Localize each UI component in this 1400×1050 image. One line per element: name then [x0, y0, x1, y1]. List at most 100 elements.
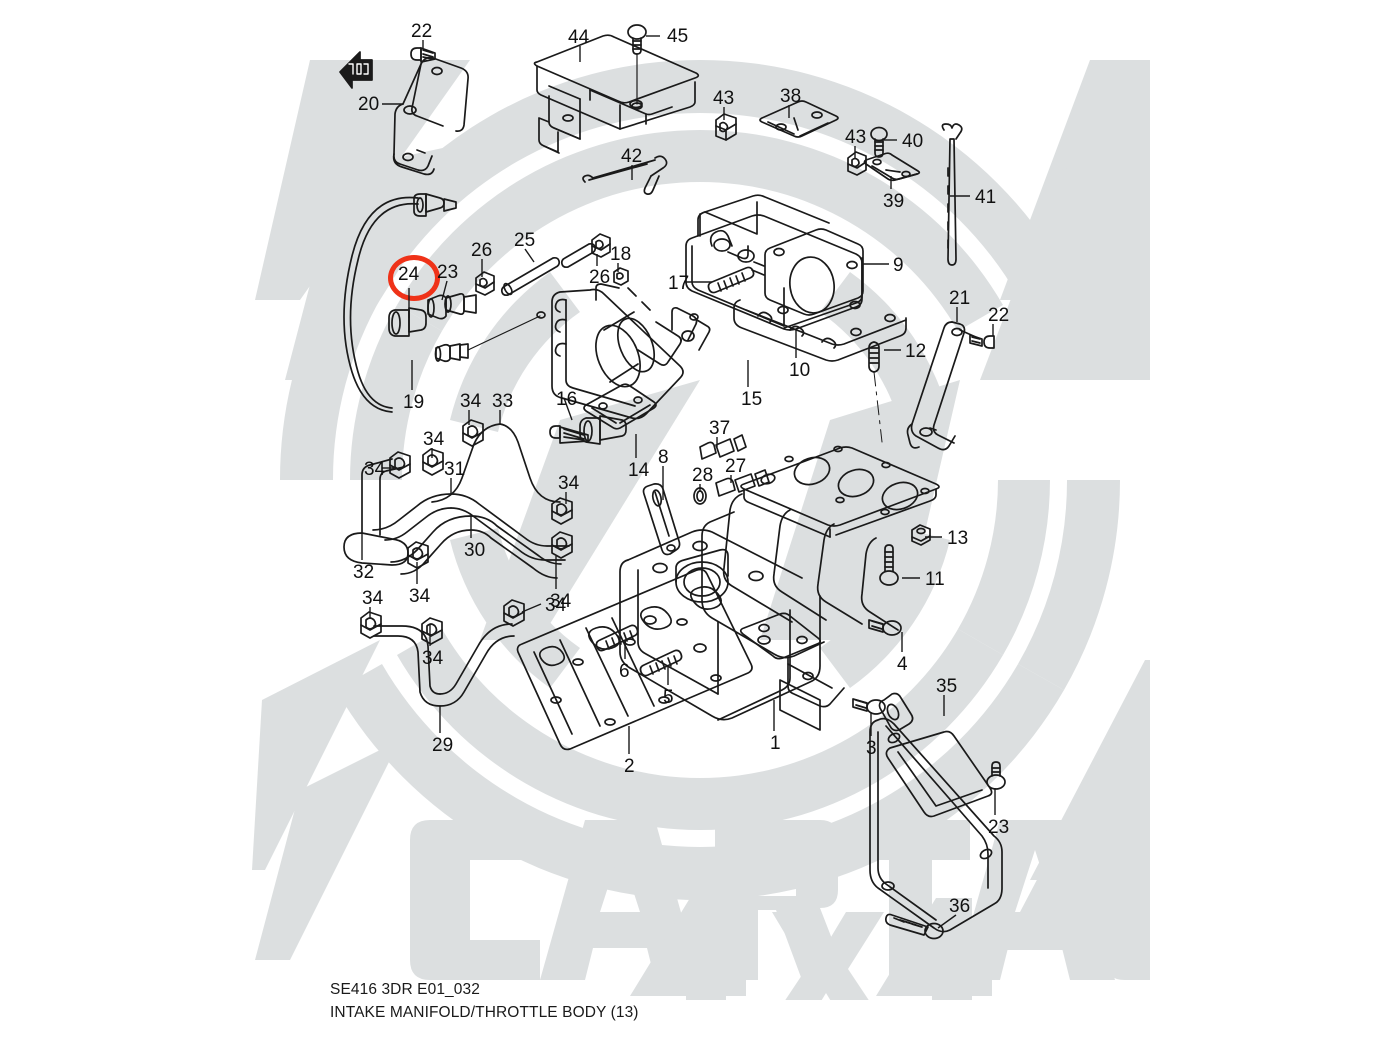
callout-c9[interactable]: 9: [893, 255, 904, 276]
callout-c12[interactable]: 12: [905, 341, 927, 362]
leader-line-23: [441, 280, 448, 301]
callout-c34e[interactable]: 34: [550, 591, 572, 612]
callout-c27[interactable]: 27: [725, 456, 747, 477]
callout-c32[interactable]: 32: [353, 562, 375, 583]
callout-c34d[interactable]: 34: [558, 473, 580, 494]
part-bolt-11: [879, 544, 899, 586]
callout-c20[interactable]: 20: [358, 94, 380, 115]
part-hose-29: [373, 623, 515, 707]
callout-c35[interactable]: 35: [936, 676, 958, 697]
part-bolt-4: [868, 619, 902, 636]
part-bolt-16: [549, 425, 589, 444]
callout-c34a[interactable]: 34: [460, 391, 482, 412]
part-bracket-8: [642, 483, 681, 556]
part-valve-24: [388, 307, 427, 337]
callout-c29[interactable]: 29: [432, 735, 454, 756]
callout-c22b[interactable]: 22: [988, 305, 1010, 326]
callout-c8[interactable]: 8: [658, 447, 669, 468]
leader-line-16: [563, 397, 573, 421]
callout-c34c[interactable]: 34: [364, 459, 386, 480]
part-stud-5: [639, 649, 683, 677]
callout-c1[interactable]: 1: [770, 733, 781, 754]
callout-c23b[interactable]: 23: [988, 817, 1010, 838]
part-sensor-37: [699, 434, 747, 460]
callout-c38[interactable]: 38: [780, 86, 802, 107]
leader-line-34: [521, 603, 542, 613]
part-gasket-2: [516, 568, 753, 751]
callout-c18[interactable]: 18: [610, 244, 632, 265]
part-bolt-23b: [986, 761, 1006, 790]
callout-c15[interactable]: 15: [741, 389, 763, 410]
part-bolt-22a: [410, 47, 436, 63]
part-stud-17: [707, 266, 755, 294]
part-clip-26a: [475, 271, 495, 296]
part-bolt-45: [627, 24, 647, 110]
callout-c44[interactable]: 44: [568, 27, 590, 48]
part-stud-6: [595, 624, 639, 652]
part-bracket-21: [906, 321, 979, 451]
part-hose-30: [390, 515, 562, 579]
callout-c28[interactable]: 28: [692, 465, 714, 486]
part-clip-26b: [591, 233, 611, 258]
leader-line-25: [524, 248, 535, 263]
callout-c33[interactable]: 33: [492, 391, 514, 412]
callout-c22a[interactable]: 22: [411, 21, 433, 42]
diagram-title: INTAKE MANIFOLD/THROTTLE BODY (13): [330, 1004, 639, 1021]
part-pin-41: [941, 123, 963, 266]
callout-c39[interactable]: 39: [883, 191, 905, 212]
callout-c16[interactable]: 16: [556, 389, 578, 410]
callout-c30[interactable]: 30: [464, 540, 486, 561]
part-heatshield-35: [869, 692, 1003, 933]
callout-c41[interactable]: 41: [975, 187, 997, 208]
callout-c10[interactable]: 10: [789, 360, 811, 381]
callout-c13[interactable]: 13: [947, 528, 969, 549]
callout-c23a[interactable]: 23: [437, 262, 459, 283]
callout-c36[interactable]: 36: [949, 896, 971, 917]
part-nipple-23: [427, 292, 477, 320]
callout-c45[interactable]: 45: [667, 26, 689, 47]
callout-c17[interactable]: 17: [668, 273, 690, 294]
callout-c31[interactable]: 31: [444, 459, 466, 480]
part-clamps-34: [360, 419, 573, 645]
callout-c14[interactable]: 14: [628, 460, 650, 481]
part-bracket-39: [863, 152, 921, 182]
callout-c34h[interactable]: 34: [422, 648, 444, 669]
part-bolt-22b: [969, 334, 995, 349]
part-cover-44: [533, 34, 700, 154]
part-manifold-1: [619, 445, 940, 731]
callout-c42[interactable]: 42: [621, 146, 643, 167]
part-rod-33: [467, 311, 546, 351]
callout-c40[interactable]: 40: [902, 131, 924, 152]
callout-c19[interactable]: 19: [403, 392, 425, 413]
callout-c2[interactable]: 2: [624, 756, 635, 777]
part-bracket-38: [759, 100, 839, 138]
callout-c34f[interactable]: 34: [409, 586, 431, 607]
part-hose-32: [343, 458, 409, 566]
callout-c34i[interactable]: 34: [545, 595, 567, 616]
callout-c26a[interactable]: 26: [471, 240, 493, 261]
callout-c3[interactable]: 3: [866, 738, 877, 759]
callout-c43a[interactable]: 43: [713, 88, 735, 109]
part-hose-24: [343, 196, 419, 413]
callout-c11[interactable]: 11: [925, 569, 945, 590]
callout-c26b[interactable]: 26: [589, 267, 611, 288]
callout-c25[interactable]: 25: [514, 230, 536, 251]
highlight-ring-24: [388, 255, 440, 301]
part-bracket-20: [392, 56, 469, 176]
part-fitting-19: [434, 343, 469, 363]
part-rod-42: [582, 155, 668, 196]
diagram-caption: SE416 3DR E01_032 INTAKE MANIFOLD/THROTT…: [330, 978, 639, 1024]
part-nut-18: [613, 267, 629, 286]
callout-c37[interactable]: 37: [709, 418, 731, 439]
callout-c21[interactable]: 21: [949, 288, 971, 309]
callout-c34b[interactable]: 34: [423, 429, 445, 450]
callout-c6[interactable]: 6: [619, 661, 630, 682]
callout-c4[interactable]: 4: [897, 654, 908, 675]
callout-c34g[interactable]: 34: [362, 588, 384, 609]
callout-c43b[interactable]: 43: [845, 127, 867, 148]
callout-c5[interactable]: 5: [663, 687, 674, 708]
callout-c24[interactable]: 24: [398, 264, 420, 285]
